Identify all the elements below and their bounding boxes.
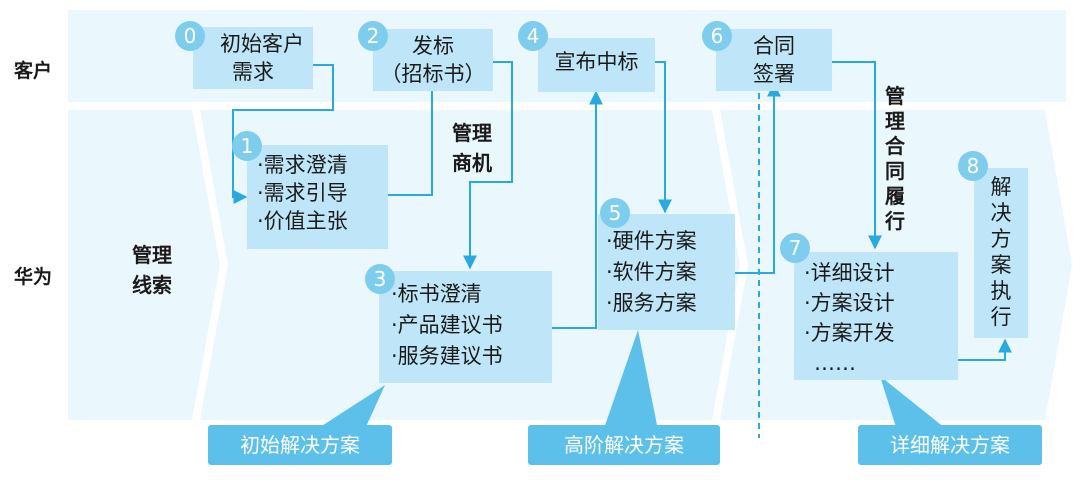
step-3-number: 3	[365, 264, 395, 294]
customer-lane-label: 客户	[14, 60, 53, 82]
arrow-0-to-1	[232, 64, 334, 204]
arrow-1-to-2	[388, 68, 439, 196]
arrow-2-to-3	[463, 61, 513, 270]
arrow-4-to-5	[655, 61, 672, 214]
step-5-number: 5	[600, 198, 630, 228]
step-4-box: 宣布中标	[538, 38, 655, 92]
step-6-box: 合同 签署	[716, 29, 832, 91]
step-1-box: ·需求澄清 ·需求引导 ·价值主张	[247, 145, 388, 249]
step-0-number: 0	[175, 21, 205, 51]
callout-advanced-solution: 高阶解决方案	[528, 425, 720, 465]
callout-pointer-detailed	[880, 376, 960, 440]
step-7-box: ·详细设计 ·方案设计 ·方案开发 ……	[794, 252, 958, 380]
step-2-number: 2	[358, 21, 388, 51]
callout-detailed-solution: 详细解决方案	[858, 425, 1042, 465]
huawei-lane-label: 华为	[14, 266, 53, 288]
manage-opportunity-label: 管理 商机	[452, 121, 492, 175]
callout-initial-solution: 初始解决方案	[208, 425, 392, 465]
step-6-number: 6	[702, 21, 732, 51]
step-8-number: 8	[958, 151, 988, 181]
manage-contract-label: 管 理 合 同 履 行	[885, 84, 905, 233]
callout-pointer-advanced	[600, 330, 660, 440]
step-7-number: 7	[780, 233, 810, 263]
step-1-number: 1	[232, 131, 262, 161]
lead-chevron	[68, 110, 220, 420]
step-2-box: 发标 （招标书）	[373, 29, 493, 91]
manage-leads-label: 管理 线索	[132, 243, 172, 297]
step-8-box: 解 决 方 案 执 行	[974, 168, 1028, 338]
step-5-box: ·硬件方案 ·软件方案 ·服务方案	[598, 214, 735, 330]
arrow-6-to-7	[832, 61, 882, 250]
arrow-7-to-8	[958, 338, 1012, 361]
step-3-box: ·标书澄清 ·产品建议书 ·服务建议书	[379, 271, 552, 383]
arrow-3-to-4	[552, 90, 603, 329]
step-4-number: 4	[518, 21, 548, 51]
arrow-5-to-6	[735, 82, 781, 274]
step-0-box: 初始客户 需求	[193, 27, 313, 89]
